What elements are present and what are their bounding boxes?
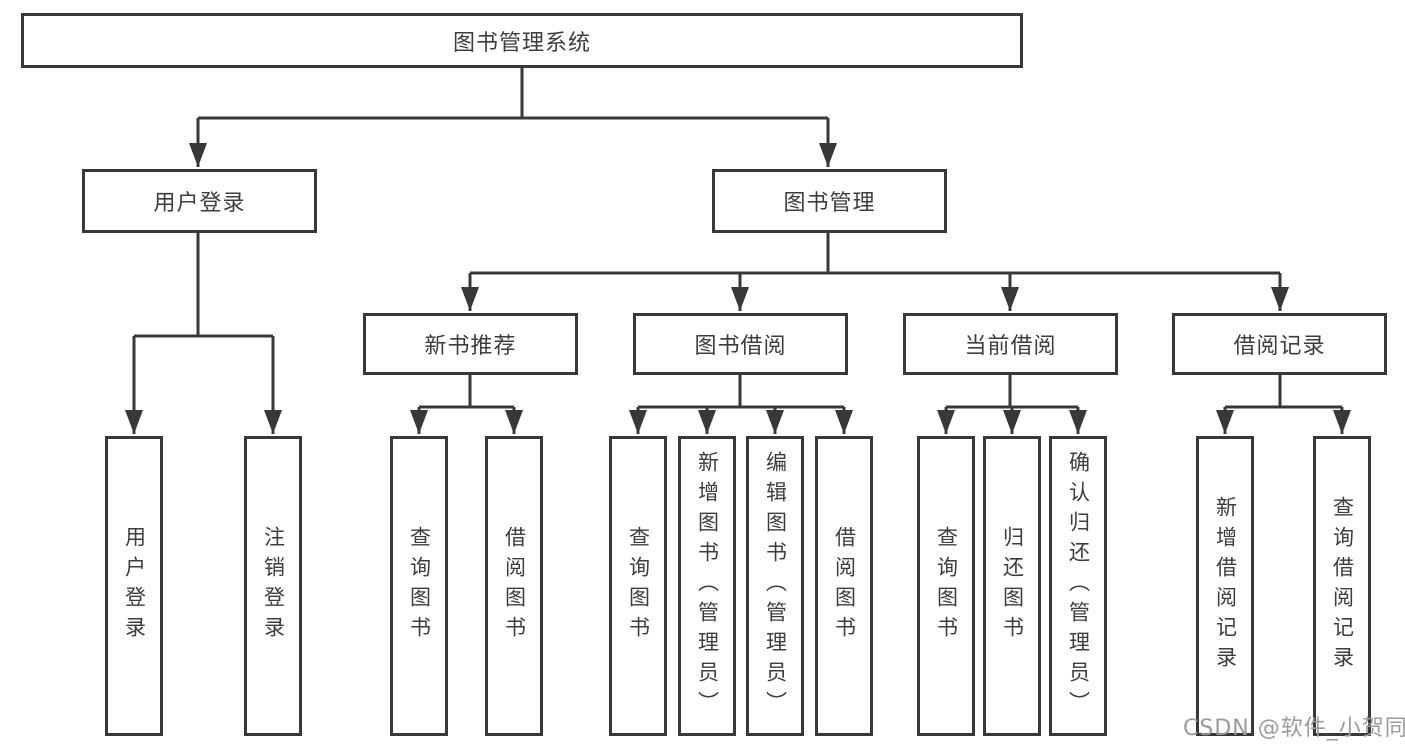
- leaf-borrow-add-books-admin: 新增图书（管理员）: [678, 436, 736, 736]
- leaf-borrow-edit-books-admin: 编辑图书（管理员）: [746, 436, 804, 736]
- leaf-current-confirm-return-admin: 确认归还（管理员）: [1049, 436, 1107, 736]
- leaf-records-query-borrow-record: 查询借阅记录: [1313, 436, 1371, 736]
- leaf-borrow-query-books: 查询图书: [609, 436, 667, 736]
- leaf-borrow-borrow-books: 借阅图书: [815, 436, 873, 736]
- node-new-book-recommend: 新书推荐: [363, 313, 578, 375]
- leaf-newbook-query-books: 查询图书: [390, 436, 448, 736]
- node-book-management: 图书管理: [712, 169, 947, 233]
- node-borrow-records: 借阅记录: [1172, 313, 1387, 375]
- leaf-logout-login: 注销登录: [244, 436, 302, 736]
- leaf-records-add-borrow-record: 新增借阅记录: [1196, 436, 1254, 736]
- csdn-watermark: CSDN @软件_小贺同学: [1183, 716, 1405, 741]
- leaf-current-return-books: 归还图书: [983, 436, 1041, 736]
- leaf-user-login: 用户登录: [105, 436, 163, 736]
- node-library-management-system: 图书管理系统: [21, 13, 1023, 68]
- leaf-current-query-books: 查询图书: [917, 436, 975, 736]
- node-user-login: 用户登录: [82, 169, 317, 233]
- leaf-newbook-borrow-books: 借阅图书: [485, 436, 543, 736]
- node-book-borrow: 图书借阅: [633, 313, 848, 375]
- node-current-borrow: 当前借阅: [903, 313, 1118, 375]
